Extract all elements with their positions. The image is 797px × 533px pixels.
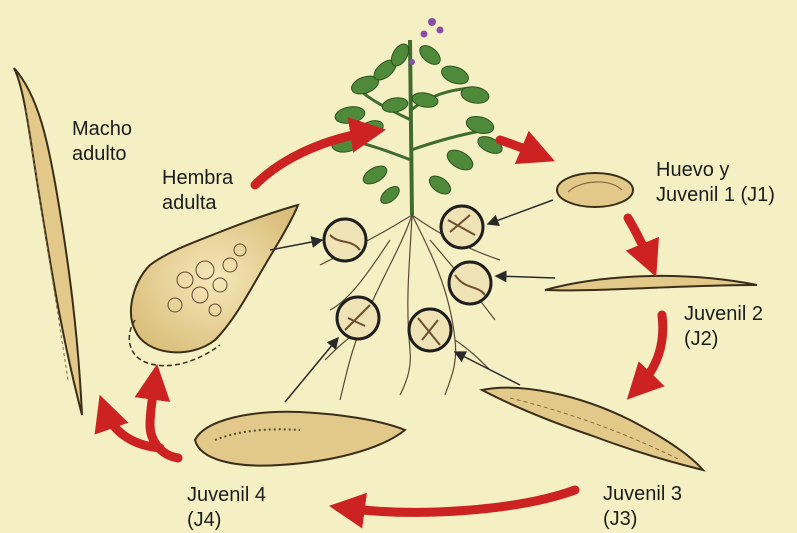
- magnifier-circle-icon: [337, 297, 379, 339]
- magnifier-circle-icon: [409, 309, 451, 351]
- label-juvenil-3: Juvenil 3(J3): [603, 482, 682, 532]
- cycle-arrow: [638, 315, 663, 388]
- hembra-adulta-cyst-icon: [129, 205, 298, 366]
- juvenil-4-nematode-icon: [195, 412, 405, 466]
- magnifier-circle-icon: [449, 262, 491, 304]
- juvenil-2-nematode-icon: [545, 276, 757, 290]
- label-juvenil-4: Juvenil 4(J4): [187, 483, 266, 533]
- pointer-arrows: [270, 200, 555, 402]
- cycle-arrow: [500, 140, 540, 155]
- label-juvenil-2: Juvenil 2(J2): [684, 302, 763, 352]
- label-huevo-juvenil-1: Huevo yJuvenil 1 (J1): [656, 158, 775, 208]
- egg-icon: [557, 173, 633, 207]
- juvenil-3-nematode-icon: [482, 388, 703, 470]
- magnifier-circle-icon: [441, 206, 483, 248]
- magnifier-circle-icon: [324, 219, 366, 261]
- label-hembra-adulta: Hembraadulta: [162, 166, 233, 216]
- cycle-arrow: [345, 490, 575, 512]
- label-macho-adulto: Machoadulto: [72, 117, 132, 167]
- cycle-arrow: [628, 218, 650, 262]
